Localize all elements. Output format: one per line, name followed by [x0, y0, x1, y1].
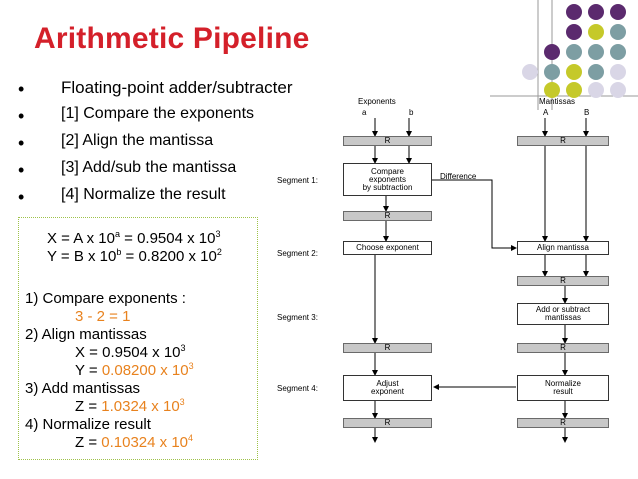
decorative-dot [522, 64, 538, 80]
decorative-dot [588, 44, 604, 60]
decorative-dot [566, 24, 582, 40]
decorative-dot [588, 82, 604, 98]
bullet-dot: • [18, 106, 25, 126]
bullet-item: • [4] Normalize the result [14, 186, 354, 213]
z-sum: Z = 1.0324 x 103 [75, 397, 185, 416]
bullet-text: Floating-point adder/subtracter [61, 78, 293, 97]
segment-2-label: Segment 2: [277, 249, 318, 258]
register-mant-4: R [517, 418, 609, 428]
decorative-dot [544, 44, 560, 60]
step-3-label: 3) Add mantissas [25, 380, 141, 397]
register-exp-2: R [343, 211, 432, 221]
decorative-dot-grid [490, 0, 638, 110]
bullet-dot: • [18, 160, 25, 180]
bullet-text: [4] Normalize the result [61, 186, 226, 203]
align-mantissa-block: Align mantissa [517, 241, 609, 255]
add-subtract-block: Add or subtract mantissas [517, 303, 609, 325]
segment-4-label: Segment 4: [277, 384, 318, 393]
bullet-dot: • [18, 187, 25, 207]
compare-exponents-block: Compare exponents by subtraction [343, 163, 432, 196]
mantissas-label: Mantissas [539, 97, 576, 106]
input-A-label: A [543, 108, 549, 117]
decorative-dot [544, 64, 560, 80]
y-definition: Y = B x 10b = 0.8200 x 102 [47, 247, 222, 266]
exponents-label: Exponents [358, 97, 396, 106]
decorative-dot [588, 64, 604, 80]
segment-1-label: Segment 1: [277, 176, 318, 185]
bullet-item: • [1] Compare the exponents [14, 105, 354, 132]
worked-example-box: X = A x 10a = 0.9504 x 103 Y = B x 10b =… [18, 217, 258, 460]
decorative-dot [566, 4, 582, 20]
register-exp-1: R [343, 136, 432, 146]
input-a-label: a [362, 108, 367, 117]
decorative-dot [566, 64, 582, 80]
decorative-dot [544, 82, 560, 98]
decorative-dot [566, 82, 582, 98]
decorative-dot [610, 44, 626, 60]
register-exp-3: R [343, 343, 432, 353]
z-normalized: Z = 0.10324 x 104 [75, 433, 194, 452]
register-mant-2: R [517, 276, 609, 286]
adjust-exponent-block: Adjust exponent [343, 375, 432, 401]
step-1-value: 3 - 2 = 1 [75, 308, 131, 325]
normalize-result-block: Normalize result [517, 375, 609, 401]
register-exp-4: R [343, 418, 432, 428]
input-b-label: b [409, 108, 414, 117]
bullet-item: • [3] Add/sub the mantissa [14, 159, 354, 186]
step-4-label: 4) Normalize result [25, 416, 151, 433]
bullet-item: • Floating-point adder/subtracter [14, 78, 354, 105]
bullet-list: • Floating-point adder/subtracter • [1] … [14, 78, 354, 213]
register-mant-3: R [517, 343, 609, 353]
bullet-text: [1] Compare the exponents [61, 105, 255, 122]
x-aligned: X = 0.9504 x 103 [75, 343, 186, 362]
choose-exponent-block: Choose exponent [343, 241, 432, 255]
y-aligned: Y = 0.08200 x 103 [75, 361, 194, 380]
segment-3-label: Segment 3: [277, 313, 318, 322]
decorative-dot [610, 24, 626, 40]
decorative-dot [610, 4, 626, 20]
difference-label: Difference [440, 172, 477, 181]
x-definition: X = A x 10a = 0.9504 x 103 [47, 229, 221, 248]
decorative-dot [588, 24, 604, 40]
decorative-dot [610, 82, 626, 98]
arrow-difference [432, 179, 517, 251]
bullet-text: [2] Align the mantissa [61, 132, 214, 149]
bullet-dot: • [18, 133, 25, 153]
register-mant-1: R [517, 136, 609, 146]
step-1-label: 1) Compare exponents : [25, 290, 186, 307]
decorative-dot [610, 64, 626, 80]
decorative-dot [566, 44, 582, 60]
bullet-text: [3] Add/sub the mantissa [61, 159, 237, 176]
bullet-dot: • [18, 79, 25, 99]
decorative-dot [588, 4, 604, 20]
step-2-label: 2) Align mantissas [25, 326, 147, 343]
input-B-label: B [584, 108, 590, 117]
bullet-item: • [2] Align the mantissa [14, 132, 354, 159]
slide-title: Arithmetic Pipeline [34, 22, 310, 55]
